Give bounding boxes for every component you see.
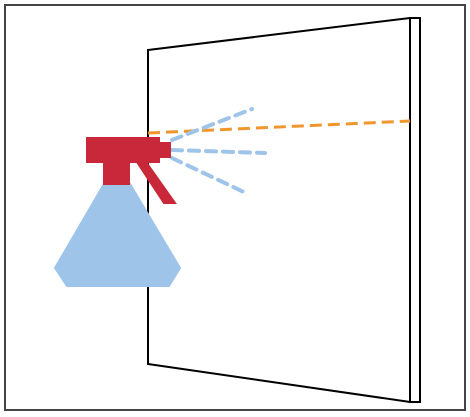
spray-bottle-trigger	[135, 161, 177, 204]
wall-panel-edge	[409, 17, 421, 403]
spray-bottle-nozzle	[158, 142, 171, 158]
mist-streak-lower	[170, 156, 250, 196]
spray-bottle-icon	[53, 137, 182, 287]
diagram-frame	[4, 4, 466, 411]
spray-bottle-neck	[103, 159, 130, 185]
spray-bottle-head	[86, 137, 160, 163]
wall-panel-face	[147, 16, 411, 404]
spray-mist	[170, 107, 267, 196]
mist-streak-upper	[170, 107, 254, 142]
mist-streak-middle	[170, 148, 267, 155]
wall-panel	[147, 16, 421, 404]
